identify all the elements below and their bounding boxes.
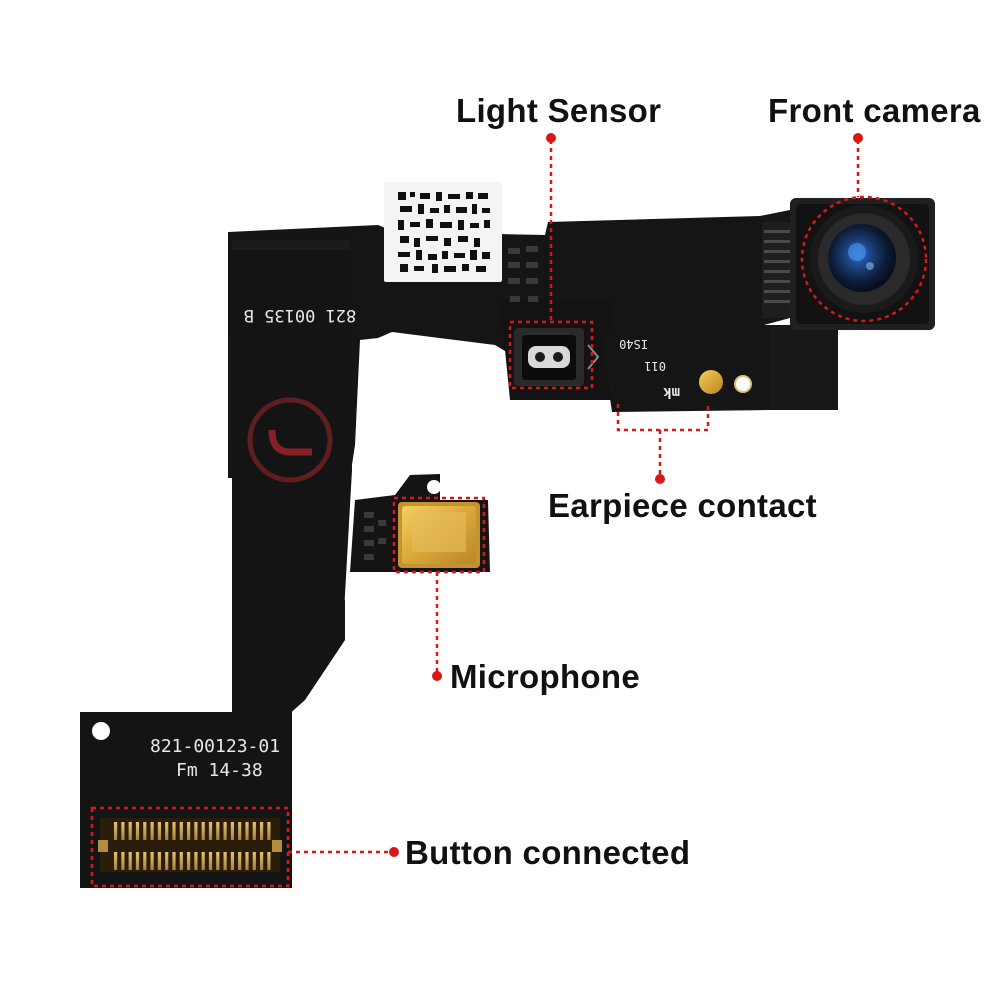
- earpiece-contact-label: Earpiece contact: [548, 487, 817, 524]
- board-small-code: mk: [663, 384, 680, 400]
- board-connector-pins: [98, 818, 282, 872]
- connector-pin: [230, 852, 234, 870]
- connector-pin: [114, 852, 118, 870]
- connector-pin: [238, 822, 242, 840]
- microphone-component: [398, 502, 480, 568]
- connector-pin: [114, 822, 118, 840]
- connector-pin: [230, 822, 234, 840]
- barcode-sticker: [384, 182, 502, 282]
- board-date-code: Fm 14-38: [176, 760, 263, 781]
- connector-pin: [187, 852, 191, 870]
- board-part-number: 821-00123-01: [150, 736, 280, 757]
- connector-pin: [165, 822, 169, 840]
- callout-markers: [90, 140, 928, 888]
- camera-ribbon: [762, 222, 792, 318]
- connector-pin: [245, 822, 249, 840]
- connector-pin: [128, 822, 132, 840]
- microphone-highlight: [392, 496, 486, 574]
- connector-pin: [128, 852, 132, 870]
- smd-components: [364, 246, 538, 560]
- connector-pin: [172, 852, 176, 870]
- connector-pin: [260, 822, 264, 840]
- connector-pin: [267, 852, 271, 870]
- connector-pin: [201, 852, 205, 870]
- board-small-code: IS40: [619, 337, 648, 351]
- connector-pin: [179, 852, 183, 870]
- connector-pin: [187, 822, 191, 840]
- light-sensor-label: Light Sensor: [456, 92, 662, 129]
- light-sensor-component: [514, 328, 600, 386]
- front-camera-module: [790, 198, 935, 330]
- connector-highlight: [90, 806, 290, 888]
- front-camera-label: Front camera: [768, 92, 981, 129]
- connector-pin: [252, 822, 256, 840]
- mounting-hole: [734, 375, 752, 393]
- connector-pin: [260, 852, 264, 870]
- connector-pin: [121, 852, 125, 870]
- earpiece-highlight: [616, 404, 710, 432]
- connector-pin: [165, 852, 169, 870]
- connector-pin: [157, 822, 161, 840]
- connector-pin: [194, 852, 198, 870]
- front-camera-highlight: [800, 195, 928, 323]
- connector-pin: [143, 822, 147, 840]
- mounting-hole: [427, 480, 441, 494]
- board-small-code: 011: [644, 359, 666, 373]
- connector-pin: [143, 852, 147, 870]
- connector-pin: [179, 822, 183, 840]
- connector-pin: [223, 852, 227, 870]
- connector-pin: [201, 822, 205, 840]
- connector-pin: [135, 852, 140, 870]
- connector-pin: [252, 852, 256, 870]
- light-sensor-highlight: [508, 320, 594, 390]
- connector-pin: [267, 822, 271, 840]
- earpiece-gold-contact: [699, 370, 723, 394]
- connector-pin: [245, 852, 249, 870]
- connector-pin: [216, 852, 220, 870]
- connector-pin: [208, 852, 213, 870]
- brand-logo: [247, 397, 333, 483]
- connector-pin: [216, 822, 220, 840]
- connector-pin: [150, 822, 154, 840]
- connector-pin: [121, 822, 125, 840]
- connector-pin: [157, 852, 161, 870]
- callout-dots: [389, 133, 863, 857]
- microphone-label: Microphone: [450, 658, 640, 695]
- connector-pin: [223, 822, 227, 840]
- board-top-code: 821 00135 B: [244, 305, 357, 325]
- connector-pin: [238, 852, 242, 870]
- connector-pin: [172, 822, 176, 840]
- connector-pin: [194, 822, 198, 840]
- connector-pin: [208, 822, 213, 840]
- connector-pin: [135, 822, 140, 840]
- button-connected-label: Button connected: [405, 834, 691, 871]
- connector-pin: [150, 852, 154, 870]
- mounting-hole: [92, 722, 110, 740]
